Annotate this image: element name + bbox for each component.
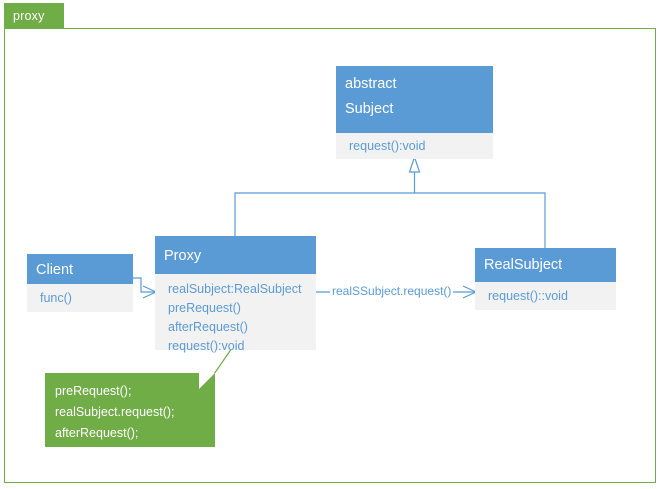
connector-label-proxy-realsubject: realSSubject.request() [330,284,454,298]
note-line: afterRequest(); [55,426,139,440]
generalization-realsubject-subject [414,192,546,248]
class-header-realsubject: RealSubject [475,248,616,282]
class-members-client: func() [27,284,133,312]
class-title-subject: Subject [345,101,394,117]
class-header-proxy: Proxy [155,236,316,274]
class-box-subject[interactable]: abstract Subject request():void [336,66,493,159]
class-box-proxy[interactable]: Proxy realSubject:RealSubject preRequest… [155,236,316,353]
class-stereotype-subject: abstract [345,76,397,92]
class-members-realsubject: request()::void [475,282,616,310]
class-header-subject: abstract Subject [336,66,493,133]
class-title-realsubject: RealSubject [484,257,563,273]
class-member: request():void [168,339,245,353]
class-member: func() [40,291,72,305]
class-member: realSubject:RealSubject [168,282,302,296]
class-box-client[interactable]: Client func() [27,254,133,312]
class-member: afterRequest() [168,320,248,334]
sheet-tab-proxy[interactable]: proxy [4,3,64,29]
note-line: realSubject.request(); [55,405,175,419]
class-member: request()::void [488,289,568,303]
class-title-proxy: Proxy [164,248,202,264]
note-proxy-request-body[interactable]: preRequest(); realSubject.request(); aft… [45,373,215,447]
class-box-realsubject[interactable]: RealSubject request()::void [475,248,616,310]
note-leader-line [211,347,233,378]
class-members-subject: request():void [336,133,493,159]
generalization-proxy-subject [234,170,416,236]
class-member: preRequest() [168,301,241,315]
class-title-client: Client [36,262,74,278]
note-line: preRequest(); [55,384,132,398]
association-client-proxy [133,277,155,293]
sheet-tab-label: proxy [13,9,45,23]
class-members-proxy: realSubject:RealSubject preRequest() aft… [155,274,316,353]
note-folded-corner-icon [199,373,215,389]
inheritance-arrowhead-icon [408,155,421,173]
class-member: request():void [349,139,426,153]
class-header-client: Client [27,254,133,284]
diagram-frame [4,28,656,483]
